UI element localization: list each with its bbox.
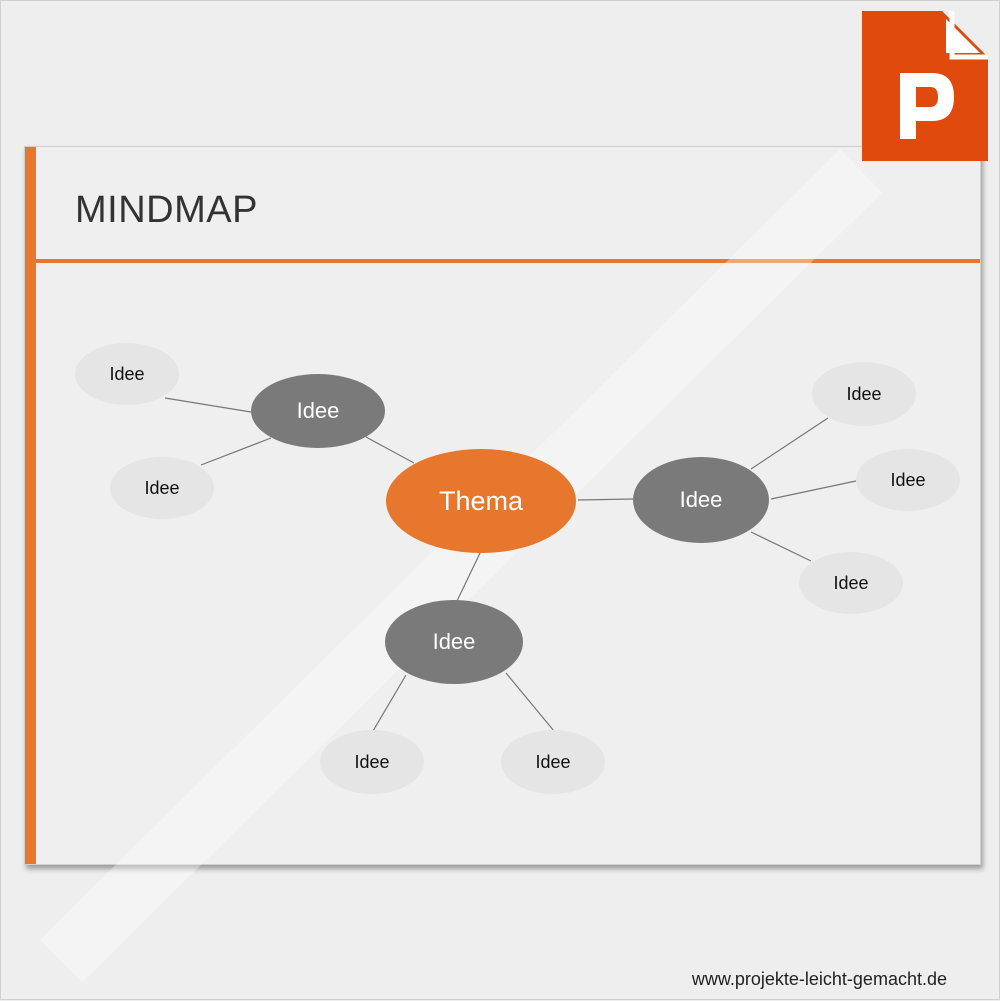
branch-label: Idee	[679, 487, 723, 512]
leaf-node[interactable]: Idee	[75, 343, 179, 405]
powerpoint-logo-icon	[862, 11, 988, 161]
leaf-node[interactable]: Idee	[799, 552, 903, 614]
center-node[interactable]: Thema	[386, 449, 576, 553]
footer-url[interactable]: www.projekte-leicht-gemacht.de	[691, 969, 947, 989]
header-divider	[36, 259, 980, 263]
branch-node[interactable]: Idee	[385, 600, 523, 684]
leaf-node[interactable]: Idee	[501, 730, 605, 794]
branch-label: Idee	[432, 629, 476, 654]
leaf-node[interactable]: Idee	[856, 449, 960, 511]
connector	[164, 397, 252, 413]
slide-title: MINDMAP	[75, 189, 258, 231]
leaf-label: Idee	[890, 469, 926, 490]
connector	[372, 674, 407, 732]
leaf-label: Idee	[144, 477, 180, 498]
leaf-label: Idee	[535, 751, 571, 772]
leaf-node[interactable]: Idee	[320, 730, 424, 794]
connector	[200, 437, 272, 466]
connector	[456, 550, 482, 602]
leaf-node[interactable]: Idee	[110, 457, 214, 519]
connector	[770, 480, 857, 500]
branch-node[interactable]: Idee	[251, 374, 385, 448]
accent-bar	[25, 147, 36, 864]
branch-node[interactable]: Idee	[633, 457, 769, 543]
center-node-label: Thema	[438, 485, 524, 516]
leaf-label: Idee	[109, 363, 145, 384]
connector	[505, 672, 555, 732]
connector	[750, 417, 829, 470]
branch-label: Idee	[296, 398, 340, 423]
leaf-node[interactable]: Idee	[812, 362, 916, 426]
connector	[577, 498, 634, 501]
leaf-label: Idee	[354, 751, 390, 772]
leaf-label: Idee	[846, 383, 882, 404]
connector	[750, 531, 812, 562]
connector	[365, 436, 415, 464]
leaf-label: Idee	[833, 572, 869, 593]
